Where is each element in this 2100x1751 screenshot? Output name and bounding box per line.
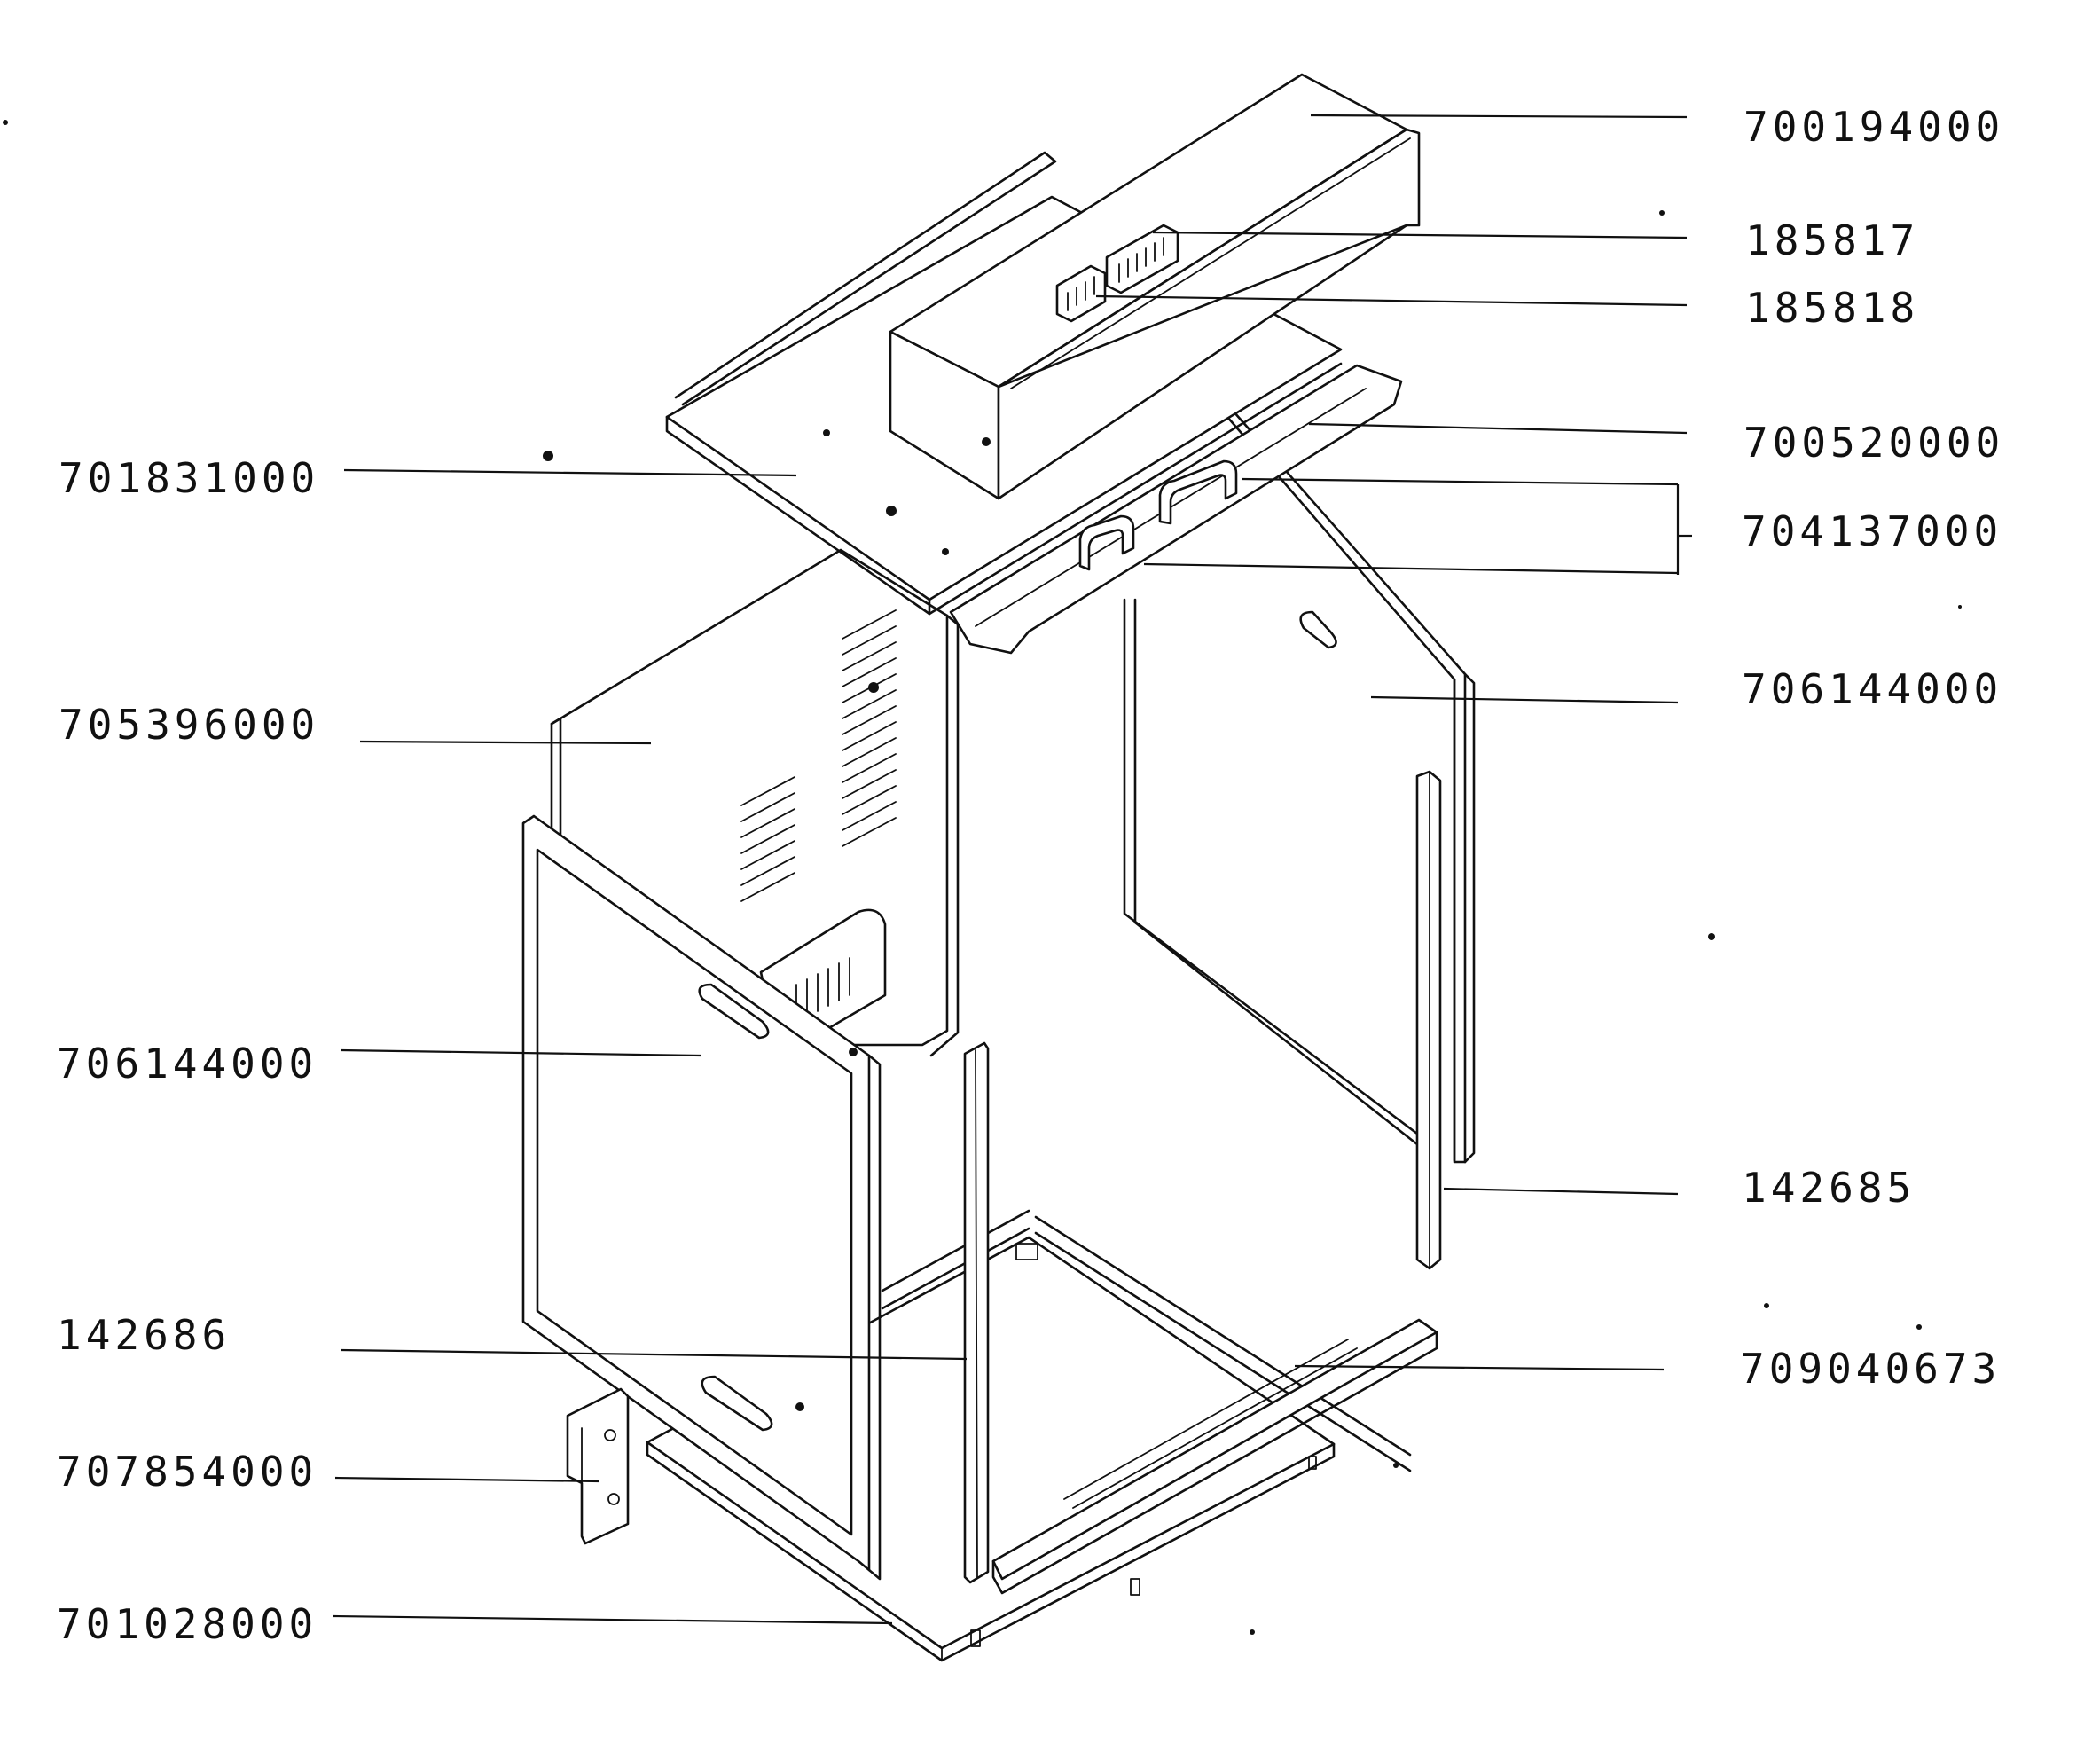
part-label-185817: 185817 bbox=[1745, 216, 1920, 264]
part-label-142685: 142685 bbox=[1742, 1164, 1916, 1212]
terminal-block-185817 bbox=[1105, 224, 1179, 294]
part-label-700194000: 700194000 bbox=[1743, 103, 2005, 151]
leader-lines bbox=[333, 114, 1692, 1625]
scan-specks bbox=[3, 120, 1962, 1635]
mounting-bracket bbox=[566, 1387, 630, 1545]
control-box bbox=[889, 73, 1421, 500]
fan-grille bbox=[795, 957, 850, 1021]
frame-handles bbox=[1078, 459, 1238, 571]
terminal-block-185818 bbox=[1055, 264, 1107, 323]
part-label-707854000: 707854000 bbox=[57, 1448, 318, 1496]
bottom-plate bbox=[646, 1236, 1336, 1662]
vent-slots-upper bbox=[842, 609, 897, 847]
part-label-706144000-right: 706144000 bbox=[1742, 665, 2003, 713]
part-label-709040673: 709040673 bbox=[1740, 1345, 2002, 1393]
part-label-705396000: 705396000 bbox=[59, 701, 320, 749]
right-side-panel bbox=[1123, 403, 1476, 1270]
part-label-700520000: 700520000 bbox=[1743, 419, 2005, 467]
part-label-706144000-left: 706144000 bbox=[57, 1040, 318, 1088]
vent-slots-lower bbox=[740, 776, 795, 902]
left-side-panel bbox=[521, 814, 882, 1581]
vertical-strip bbox=[963, 1041, 990, 1584]
part-label-185818: 185818 bbox=[1745, 284, 1920, 332]
part-label-142686: 142686 bbox=[57, 1311, 231, 1359]
rear-lower-frame bbox=[881, 1209, 1438, 1595]
part-label-701028000: 701028000 bbox=[57, 1600, 318, 1648]
part-label-701831000: 701831000 bbox=[59, 454, 320, 502]
part-label-704137000: 704137000 bbox=[1742, 507, 2003, 555]
